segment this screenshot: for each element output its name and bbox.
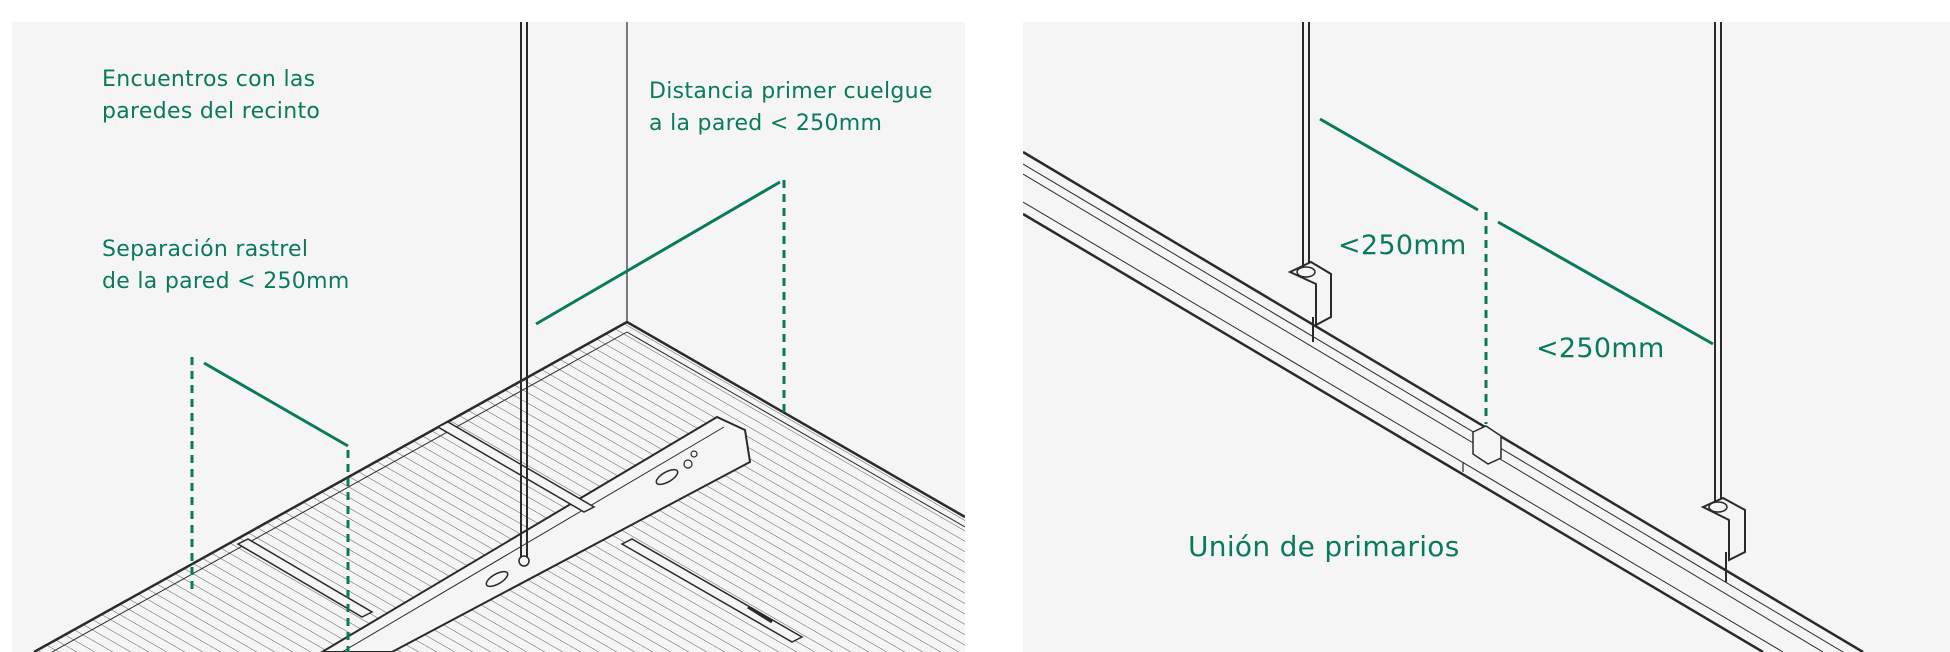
label-encuentros: Encuentros con las paredes del recinto: [102, 67, 321, 124]
ceiling-edge-right: [626, 320, 965, 519]
ceiling-panel-surface: [34, 322, 965, 652]
joint-connector: [1472, 425, 1502, 465]
right-diagram-panel: <250mm <250mm Unión de primarios: [1023, 22, 1950, 652]
profile-edge: [1023, 150, 1864, 652]
label-union: Unión de primarios: [1188, 530, 1460, 563]
hanger-clip-right: [1700, 496, 1746, 562]
cross-rail: [236, 538, 374, 618]
label-dim-1: <250mm: [1338, 230, 1467, 261]
dimension-line-2: [1497, 220, 1714, 346]
label-distancia: Distancia primer cuelgue a la pared < 25…: [649, 79, 933, 136]
cross-rail: [620, 538, 804, 643]
dimension-line-distance: [535, 180, 781, 326]
hanger-clip-left: [1287, 260, 1332, 327]
ceiling-edge-right-inner: [626, 331, 965, 528]
primary-joint-illustration: [1023, 22, 1864, 652]
primary-profile: [320, 415, 752, 652]
ceiling-edge-left: [33, 320, 628, 652]
cross-rail: [436, 421, 596, 513]
left-diagram-panel: Encuentros con las paredes del recinto D…: [12, 22, 965, 652]
label-dim-2: <250mm: [1536, 333, 1665, 364]
ceiling-wall-junction-illustration: [33, 22, 965, 652]
profile-slot: [485, 570, 509, 588]
profile-slot: [655, 468, 679, 486]
label-separacion: Separación rastrel de la pared < 250mm: [102, 237, 350, 294]
dimension-line-1: [1319, 117, 1479, 212]
dimension-line-separation: [203, 361, 349, 448]
ceiling-edge-left-inner: [51, 331, 628, 652]
